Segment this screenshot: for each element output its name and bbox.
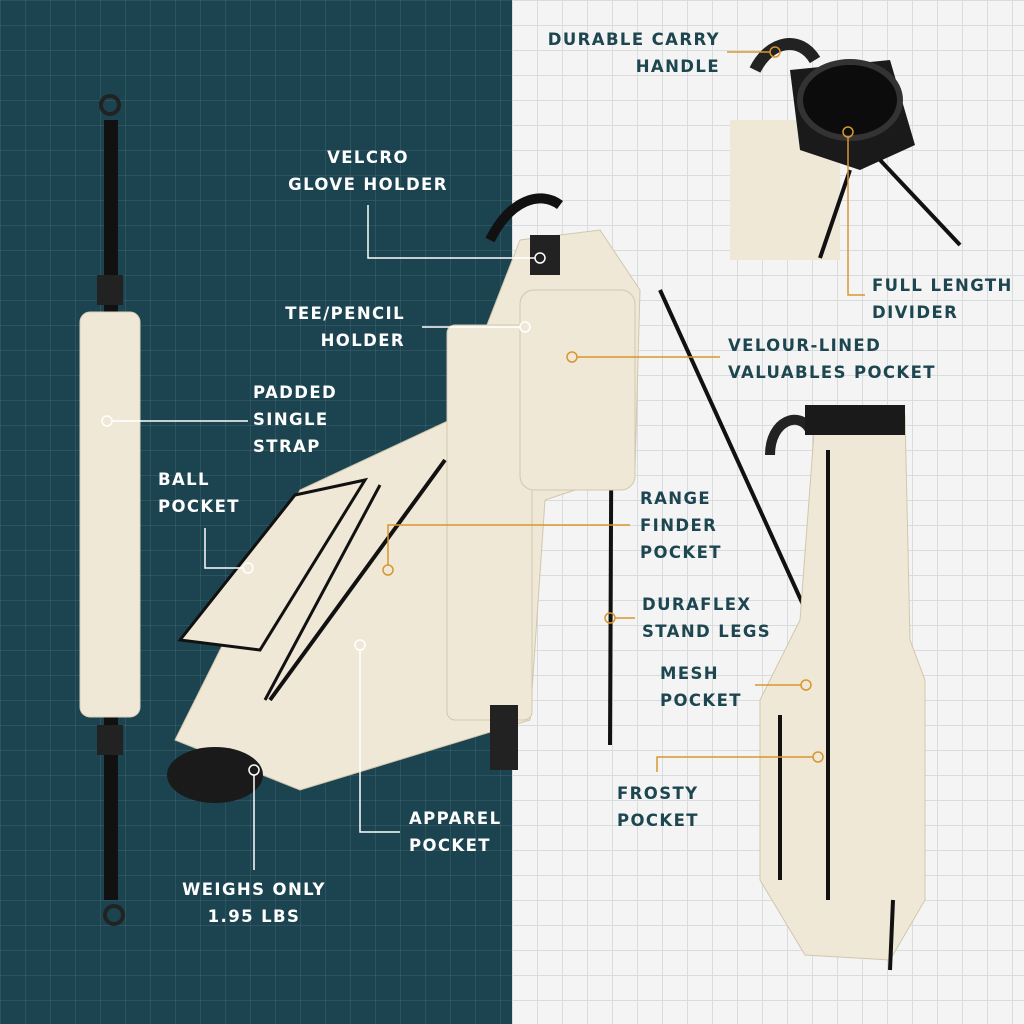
label-apparel-pocket: APPAREL POCKET [409, 805, 502, 859]
label-line: SINGLE [253, 410, 329, 429]
label-line: FINDER [640, 516, 718, 535]
label-line: POCKET [409, 836, 491, 855]
label-ball-pocket: BALL POCKET [158, 466, 240, 520]
label-line: DURAFLEX [642, 595, 752, 614]
label-stand-legs: DURAFLEX STAND LEGS [642, 591, 771, 645]
label-line: HOLDER [320, 331, 405, 350]
label-mesh-pocket: MESH POCKET [660, 660, 742, 714]
label-carry-handle: DURABLE CARRY HANDLE [540, 26, 720, 80]
label-line: VELCRO [327, 148, 409, 167]
label-weight: WEIGHS ONLY 1.95 LBS [164, 876, 344, 930]
label-frosty-pocket: FROSTY POCKET [617, 780, 699, 834]
label-line: POCKET [158, 497, 240, 516]
label-valuables-pocket: VELOUR-LINED VALUABLES POCKET [728, 332, 936, 386]
label-strap: PADDED SINGLE STRAP [253, 379, 337, 460]
strap-image [79, 94, 141, 926]
label-line: DIVIDER [872, 303, 959, 322]
label-line: HANDLE [635, 57, 720, 76]
label-line: MESH [660, 664, 719, 683]
bag-top-view-image [730, 38, 962, 260]
label-glove-holder: VELCRO GLOVE HOLDER [278, 144, 458, 198]
label-line: BALL [158, 470, 210, 489]
label-line: RANGE [640, 489, 712, 508]
label-line: POCKET [640, 543, 722, 562]
label-line: WEIGHS ONLY [182, 880, 326, 899]
label-divider: FULL LENGTH DIVIDER [872, 272, 1013, 326]
label-line: TEE/PENCIL [285, 304, 405, 323]
label-line: VALUABLES POCKET [728, 363, 936, 382]
label-line: STAND LEGS [642, 622, 772, 641]
callout-lines [101, 46, 865, 870]
label-line: POCKET [660, 691, 742, 710]
label-line: 1.95 LBS [207, 907, 301, 926]
bag-side-view-image [759, 405, 926, 971]
label-line: GLOVE HOLDER [288, 175, 448, 194]
label-line: DURABLE CARRY [547, 30, 720, 49]
label-line: FROSTY [617, 784, 699, 803]
label-rangefinder-pocket: RANGE FINDER POCKET [640, 485, 722, 566]
label-line: APPAREL [409, 809, 502, 828]
label-line: PADDED [253, 383, 338, 402]
label-line: POCKET [617, 811, 699, 830]
main-bag-image [167, 193, 812, 803]
label-line: FULL LENGTH [872, 276, 1013, 295]
label-line: VELOUR-LINED [728, 336, 882, 355]
label-tee-holder: TEE/PENCIL HOLDER [225, 300, 405, 354]
label-line: STRAP [253, 437, 321, 456]
